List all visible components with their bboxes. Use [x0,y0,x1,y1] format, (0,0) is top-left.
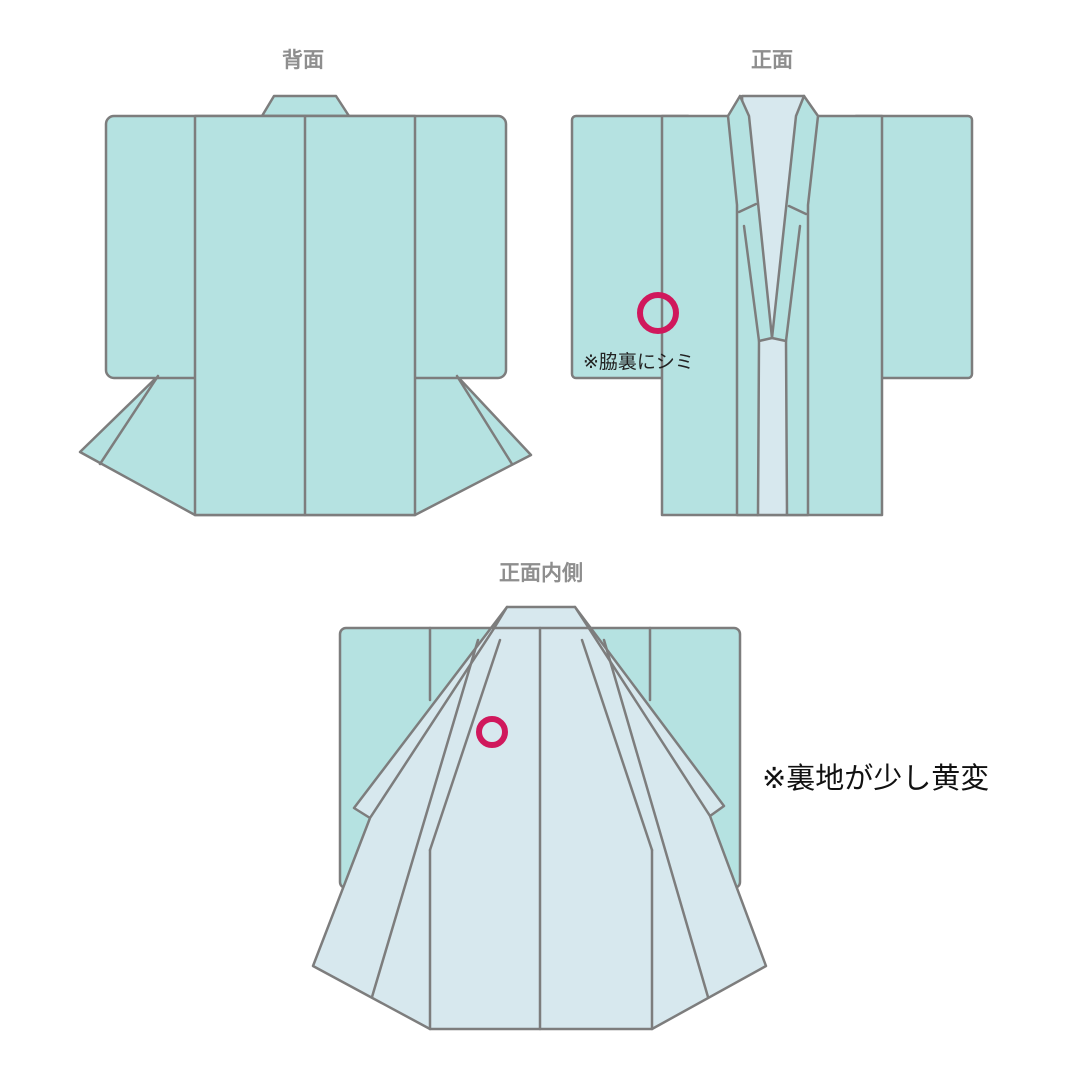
lining-yellowing-marker [476,716,508,748]
back-left-gusset-seam [98,374,160,466]
armpit-stain-marker [637,292,679,334]
front-view-label: 正面 [751,48,793,72]
front-right-lapel-inner-line [784,224,802,343]
armpit-stain-note: ※脇裏にシミ [583,351,694,373]
back-collar [260,94,351,118]
front-inside-view: 正面内側 ※裏地が少し黄変 [311,561,989,1031]
front-inside-view-label: 正面内側 [499,561,583,585]
front-right-lapel [770,94,820,517]
front-left-lapel-inner-line [742,224,761,343]
front-right-lapel-seam [787,204,808,216]
inside-right-lapel-inner [580,638,654,852]
front-left-lapel [726,94,774,517]
front-view: 正面 ※脇裏にシミ [570,48,974,517]
inside-left-lapel-inner [428,638,502,852]
back-view: 背面 [78,48,533,517]
front-left-lapel-seam [737,202,758,214]
inside-right-diagonal-seam [602,638,710,999]
back-view-label: 背面 [282,48,324,72]
back-right-gusset-seam [455,374,514,466]
lining-yellowing-note: ※裏地が少し黄変 [762,761,989,795]
inside-left-diagonal-seam [370,638,480,999]
